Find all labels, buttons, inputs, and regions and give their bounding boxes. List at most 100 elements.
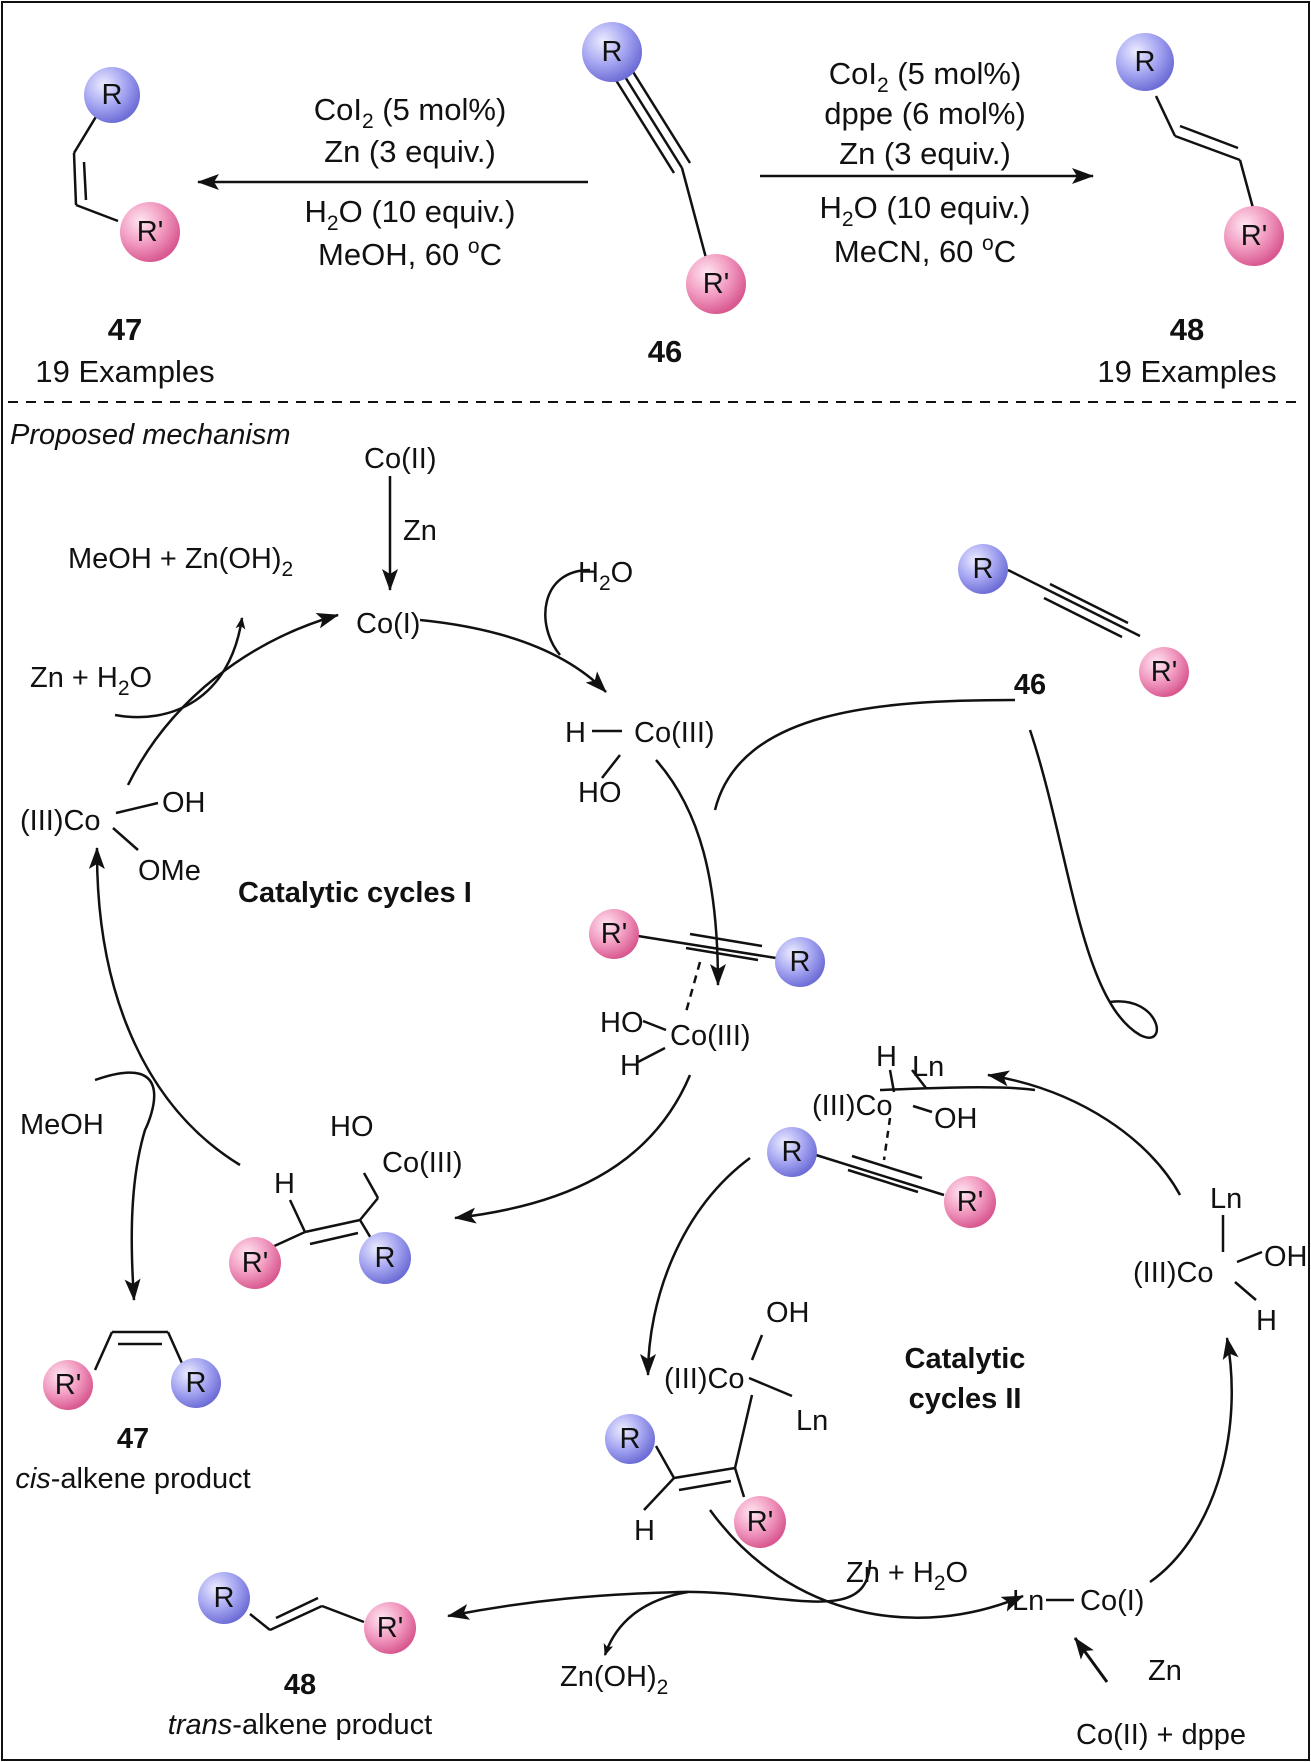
catalytic-cycle-1-label: Catalytic cycles I [238,877,472,909]
ball-labels: R R' R R' R R' R R' R' R R' R R' R R R' … [55,36,1267,1644]
compound-48-mech-label: 48 [284,1669,316,1701]
vinyl-co3: Co(III) [382,1147,463,1179]
zn-h2o-reagent-2: Zn + H2O [846,1557,968,1595]
r-prime-label: R' [703,268,729,300]
r-ball [1116,33,1174,91]
right-cond-line4: H2O (10 equiv.) [820,190,1031,231]
zn-h2o-reagent: Zn + H2O [30,662,152,700]
r-prime-ball [734,1496,786,1548]
co3-ome-ome: OMe [138,855,201,887]
bonds [72,66,1263,1632]
r-label: R [102,79,123,111]
compound-48-examples: 19 Examples [1097,354,1276,389]
left-cond-line3: H2O (10 equiv.) [305,194,516,235]
h2o-reagent: H2O [578,557,633,595]
co3-ome-center: (III)Co [20,805,101,837]
r-prime-ball [1139,647,1189,697]
compound-46-mech-label: 46 [1014,669,1046,701]
meoh-znoh2-byproduct: MeOH + Zn(OH)2 [68,543,293,581]
compound-48-label: 48 [1170,312,1204,347]
right-conditions: CoI2 (5 mol%) dppe (6 mol%) Zn (3 equiv.… [820,56,1031,269]
r-prime-label: R' [957,1186,983,1218]
co3-ome-oh: OH [162,787,206,819]
vinyl-c2-oh: OH [766,1297,810,1329]
r-ball [198,1572,250,1624]
r-prime-label: R' [137,216,163,248]
left-cond-line2: Zn (3 equiv.) [324,134,496,169]
mechanism-heading: Proposed mechanism [10,419,290,451]
vinyl-ho: HO [330,1111,374,1143]
right-cond-line5: MeCN, 60 oC [834,232,1016,269]
compound-47-label: 47 [108,312,142,347]
znoh2-byproduct: Zn(OH)2 [560,1661,668,1699]
r-prime-ball [589,909,639,959]
left-cond-line4: MeOH, 60 oC [318,235,502,272]
h-co3-ho: HO [578,777,622,809]
r-prime-label: R' [242,1247,268,1279]
r-prime-ball [1224,206,1284,266]
r-label: R [186,1367,207,1399]
r-ball [775,937,825,987]
catalytic-cycle-2-line2: cycles II [909,1383,1022,1415]
compound-47-examples: 19 Examples [35,354,214,389]
co1-species: Co(I) [356,608,420,640]
h-co3-label: Co(III) [634,717,715,749]
r-prime-ball [43,1360,93,1410]
cis-product-caption: cis-alkene product [15,1463,250,1495]
r-prime-label: R' [747,1506,773,1538]
pi-complex-co3: Co(III) [670,1020,751,1052]
r-prime-label: R' [1241,220,1267,252]
zn-reductant: Zn [403,515,437,547]
r-ball [582,22,642,82]
trans-product-caption: trans-alkene product [168,1709,432,1741]
right-cond-line3: Zn (3 equiv.) [839,136,1011,171]
compound-46-label: 46 [648,334,682,369]
r-prime-ball [944,1176,996,1228]
r-label: R [375,1242,396,1274]
vinyl-h: H [274,1168,295,1200]
r-prime-label: R' [377,1612,403,1644]
co2-start: Co(II) [364,443,437,475]
right-cond-line1: CoI2 (5 mol%) [829,56,1022,97]
r-label: R [782,1136,803,1168]
meoh-reagent: MeOH [20,1109,104,1141]
co3-h-h: H [1256,1305,1277,1337]
c2-complex-h: H [876,1041,897,1073]
catalytic-cycle-2-line1: Catalytic [905,1343,1026,1375]
r-ball [171,1358,221,1408]
zn-reductant-2: Zn [1148,1655,1182,1687]
co2-dppe-precursor: Co(II) + dppe [1076,1719,1246,1751]
r-prime-label: R' [55,1369,81,1401]
right-cond-line2: dppe (6 mol%) [824,96,1026,131]
r-ball [605,1414,655,1464]
r-ball [767,1127,817,1177]
r-prime-ball [229,1237,281,1289]
r-label: R [602,36,623,68]
left-conditions: CoI2 (5 mol%) Zn (3 equiv.) H2O (10 equi… [305,92,516,272]
r-prime-label: R' [1151,656,1177,688]
r-prime-ball [120,202,180,262]
c2-complex-oh: OH [934,1103,978,1135]
co3-h-center: (III)Co [1133,1257,1214,1289]
arrows [88,168,1239,1683]
vinyl-c2-h: H [634,1515,655,1547]
pi-complex-ho: HO [600,1007,644,1039]
c2-complex-ln: Ln [912,1051,944,1083]
r-label: R [790,946,811,978]
r-label: R [214,1582,235,1614]
r-prime-label: R' [601,918,627,950]
r-ball [84,67,140,123]
co3-h-ln: Ln [1210,1183,1242,1215]
r-prime-ball [686,254,746,314]
compound-47-mech-label: 47 [117,1423,149,1455]
r-ball [359,1232,411,1284]
pi-complex-h: H [620,1050,641,1082]
r-ball [958,544,1008,594]
left-cond-line1: CoI2 (5 mol%) [314,92,507,133]
vinyl-c2-ln: Ln [796,1405,828,1437]
hydride-h: H [565,717,586,749]
c2-complex-co: (III)Co [812,1090,893,1122]
substituent-balls [43,22,1284,1654]
